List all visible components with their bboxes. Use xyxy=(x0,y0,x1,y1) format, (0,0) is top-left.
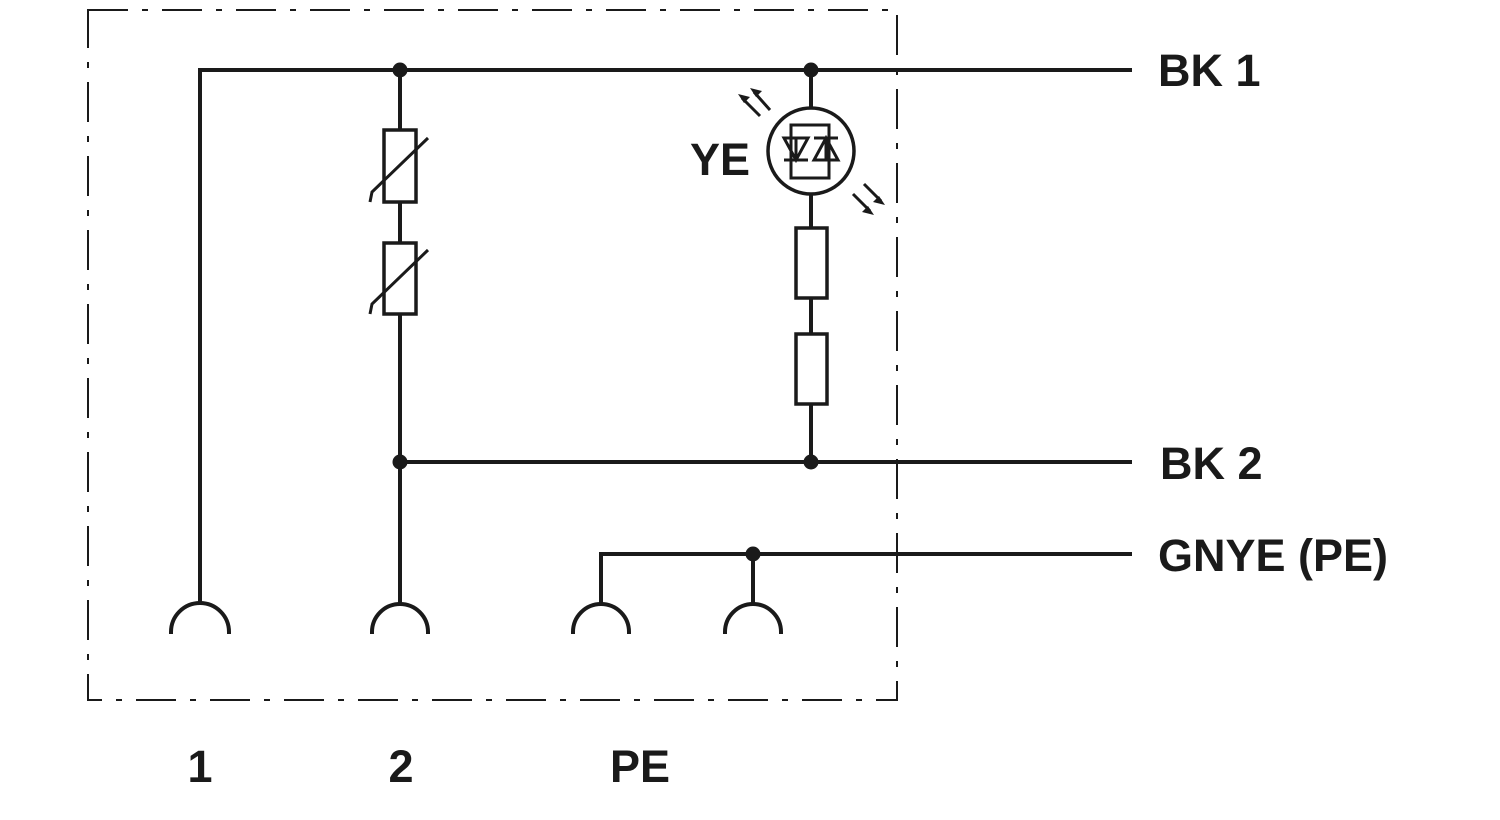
junction-dot xyxy=(745,546,761,562)
gnye-label: GNYE (PE) xyxy=(1158,530,1388,581)
contact-socket-pe-b xyxy=(722,602,784,635)
junction-dot xyxy=(803,62,819,78)
led-color-label: YE xyxy=(690,134,750,185)
contact-socket-1 xyxy=(168,601,232,635)
bk2-label: BK 2 xyxy=(1160,438,1263,489)
junction-dot xyxy=(392,454,408,470)
pin-label-pe: PE xyxy=(610,741,670,792)
light-emission-arrows-icon xyxy=(738,88,772,118)
varistor-1 xyxy=(368,128,430,204)
gnye-pe-wire xyxy=(599,552,1132,604)
contact-socket-pe-a xyxy=(570,602,632,635)
varistor-2 xyxy=(368,241,430,316)
led-indicator xyxy=(766,106,856,196)
resistor-2 xyxy=(794,332,829,406)
junction-dot xyxy=(392,62,408,78)
junction-dot xyxy=(803,454,819,470)
resistor-1 xyxy=(794,226,829,300)
light-receive-arrows-icon xyxy=(851,182,885,215)
pin-label-2: 2 xyxy=(388,741,413,792)
pin-label-1: 1 xyxy=(187,741,212,792)
contact-socket-2 xyxy=(369,602,431,635)
bk1-label: BK 1 xyxy=(1158,45,1261,96)
housing-boundary xyxy=(87,9,898,701)
